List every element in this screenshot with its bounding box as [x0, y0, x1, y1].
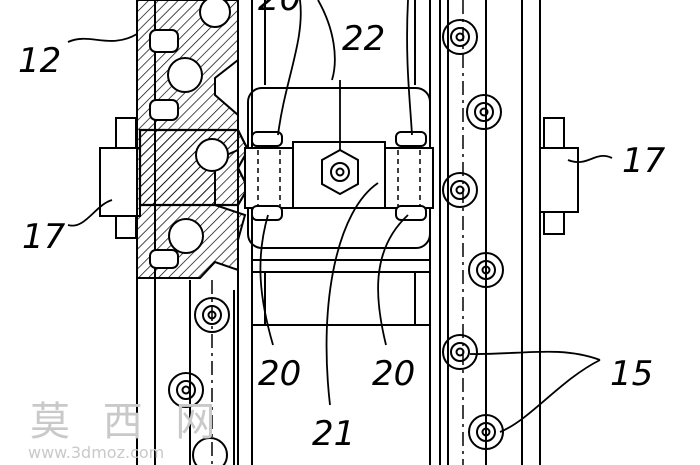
roller — [468, 414, 504, 450]
shaft-17-right — [539, 147, 579, 213]
roller — [442, 19, 478, 55]
watermark: 莫 西 网 www.3dmoz.com — [28, 399, 225, 462]
bearing-block-right — [384, 147, 434, 209]
chain-15-right — [439, 0, 504, 465]
roller — [466, 94, 502, 130]
watermark-text: 莫 西 网 — [30, 399, 225, 445]
shaft-17-left-cap-bottom — [115, 215, 137, 239]
label-20-bottom-left: 20 — [258, 354, 301, 394]
label-22: 22 — [342, 19, 385, 59]
reference-labels: 12 17 17 20 22 20 20 21 15 — [18, 0, 666, 454]
pin-20-top-right — [395, 131, 427, 147]
nut-bore-center — [335, 167, 345, 177]
label-21: 21 — [312, 414, 355, 454]
watermark-url: www.3dmoz.com — [28, 443, 164, 462]
label-20-top-left: 20 — [258, 0, 301, 19]
shaft-17-right-cap-bottom — [543, 211, 565, 235]
chain-left-lower — [168, 280, 235, 465]
shaft-17-left-cap-top — [115, 117, 137, 149]
leader-lines — [67, 0, 613, 433]
shaft-17-left — [99, 147, 141, 217]
roller — [442, 172, 478, 208]
section-12 — [136, 0, 250, 279]
label-17-left: 17 — [22, 217, 66, 257]
roller — [468, 252, 504, 288]
roller — [442, 334, 478, 370]
pin-20-bottom-right — [395, 205, 427, 221]
label-20-bottom-right: 20 — [372, 354, 415, 394]
pin-20-top-left — [251, 131, 283, 147]
shaft-17-right-cap-top — [543, 117, 565, 149]
label-12: 12 — [18, 41, 61, 81]
label-15: 15 — [610, 354, 653, 394]
label-17-right: 17 — [622, 141, 666, 181]
bearing-block-left — [244, 147, 294, 209]
